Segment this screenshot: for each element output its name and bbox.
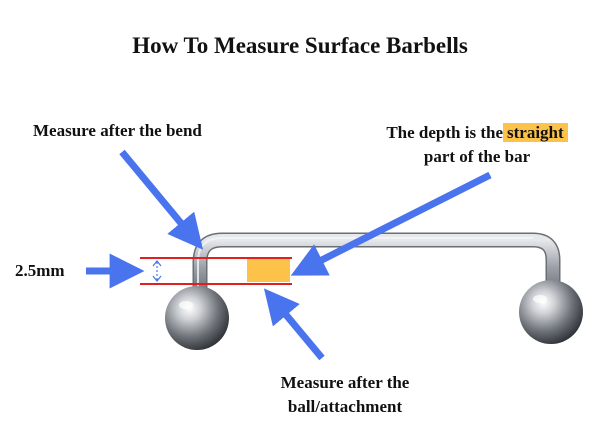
left-ball: [165, 286, 229, 350]
arrow-after-ball: [263, 288, 325, 361]
label-depth-prefix: The depth is the: [386, 123, 503, 142]
label-after-line2: ball/attachment: [287, 397, 403, 416]
label-after-line1: Measure after the: [280, 373, 410, 392]
label-measure-after-bend: Measure after the bend: [33, 121, 202, 140]
label-measure-after-ball: Measure after the ball/attachment: [240, 371, 450, 419]
arrow-bend: [119, 149, 204, 250]
straight-part-highlight: [247, 258, 290, 282]
label-depth-highlight: straight: [503, 123, 568, 142]
arrow-depth: [290, 171, 492, 276]
label-depth-line2: part of the bar: [423, 147, 531, 166]
page-title: How To Measure Surface Barbells: [132, 33, 468, 58]
right-ball: [519, 280, 583, 344]
label-measurement: 2.5mm: [15, 261, 65, 280]
